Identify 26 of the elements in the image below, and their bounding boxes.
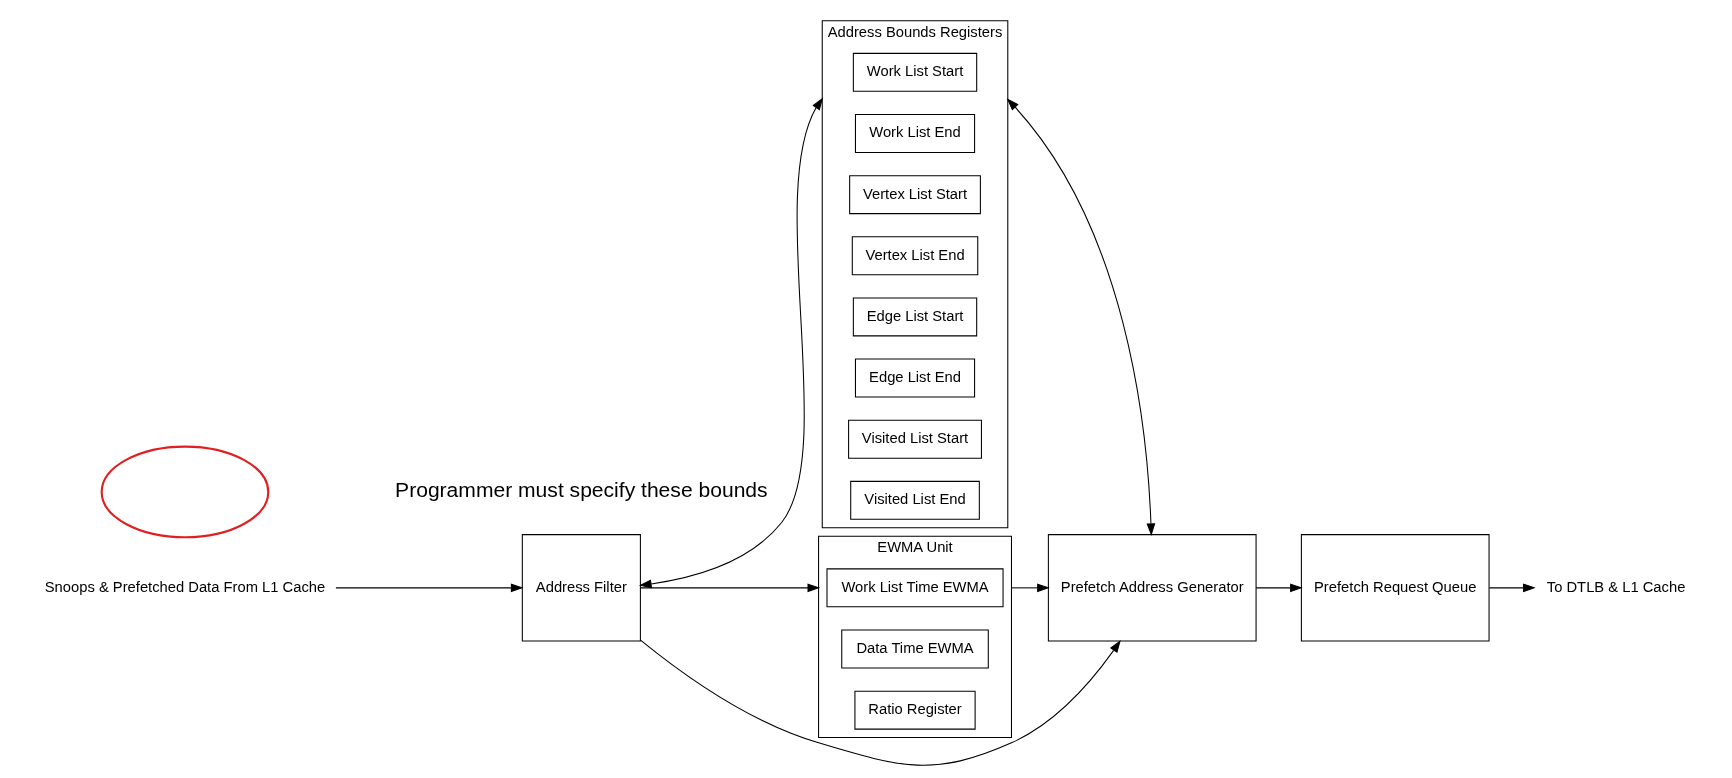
node-text: To DTLB & L1 Cache	[1546, 578, 1686, 595]
node-text: Snoops & Prefetched Data From L1 Cache	[44, 578, 326, 595]
node-box: Data Time EWMA	[841, 629, 989, 669]
arrow	[640, 583, 821, 593]
node-box: Edge List End	[854, 358, 976, 398]
arrow	[1255, 583, 1303, 593]
arrow	[1488, 583, 1536, 593]
node-ellipse	[100, 445, 270, 539]
node-box: Ratio Register	[854, 690, 976, 730]
arrow	[640, 639, 1121, 766]
arrow	[638, 97, 824, 589]
node-box: Work List End	[854, 114, 976, 153]
node-box: Work List Time EWMA	[826, 568, 1004, 608]
node-box: Prefetch Address Generator	[1047, 534, 1257, 642]
node-box: Visited List End	[850, 480, 980, 520]
node-box: Visited List Start	[848, 419, 982, 459]
node-box: Vertex List End	[851, 236, 979, 276]
node-box: Vertex List Start	[849, 175, 981, 215]
node-box: Work List Start	[852, 52, 978, 92]
label: Programmer must specify these bounds	[395, 478, 768, 502]
arrow	[1010, 583, 1050, 593]
node-box: Edge List Start	[852, 297, 978, 337]
arrow	[335, 583, 524, 593]
arrow	[1006, 98, 1156, 536]
node-box: Prefetch Request Queue	[1300, 534, 1490, 642]
node-box: Address Filter	[521, 534, 641, 642]
